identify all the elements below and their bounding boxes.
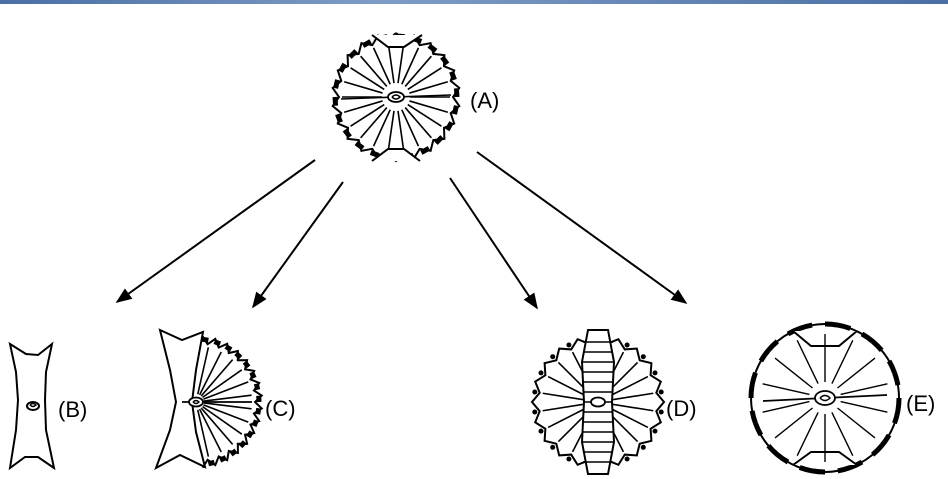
cell-e [751, 324, 899, 472]
label-b: (B) [58, 397, 87, 422]
cell-c [156, 330, 262, 468]
label-d: (D) [666, 396, 697, 421]
cell-a [333, 33, 460, 161]
arrow-to-e [477, 152, 686, 303]
arrow-to-b [117, 160, 315, 302]
label-a: (A) [470, 88, 499, 113]
cell-d [532, 330, 664, 474]
label-e: (E) [906, 391, 935, 416]
label-c: (C) [265, 396, 296, 421]
cell-b [10, 344, 54, 468]
arrows [117, 152, 686, 308]
arrow-to-d [450, 178, 537, 308]
arrow-to-c [253, 182, 343, 307]
